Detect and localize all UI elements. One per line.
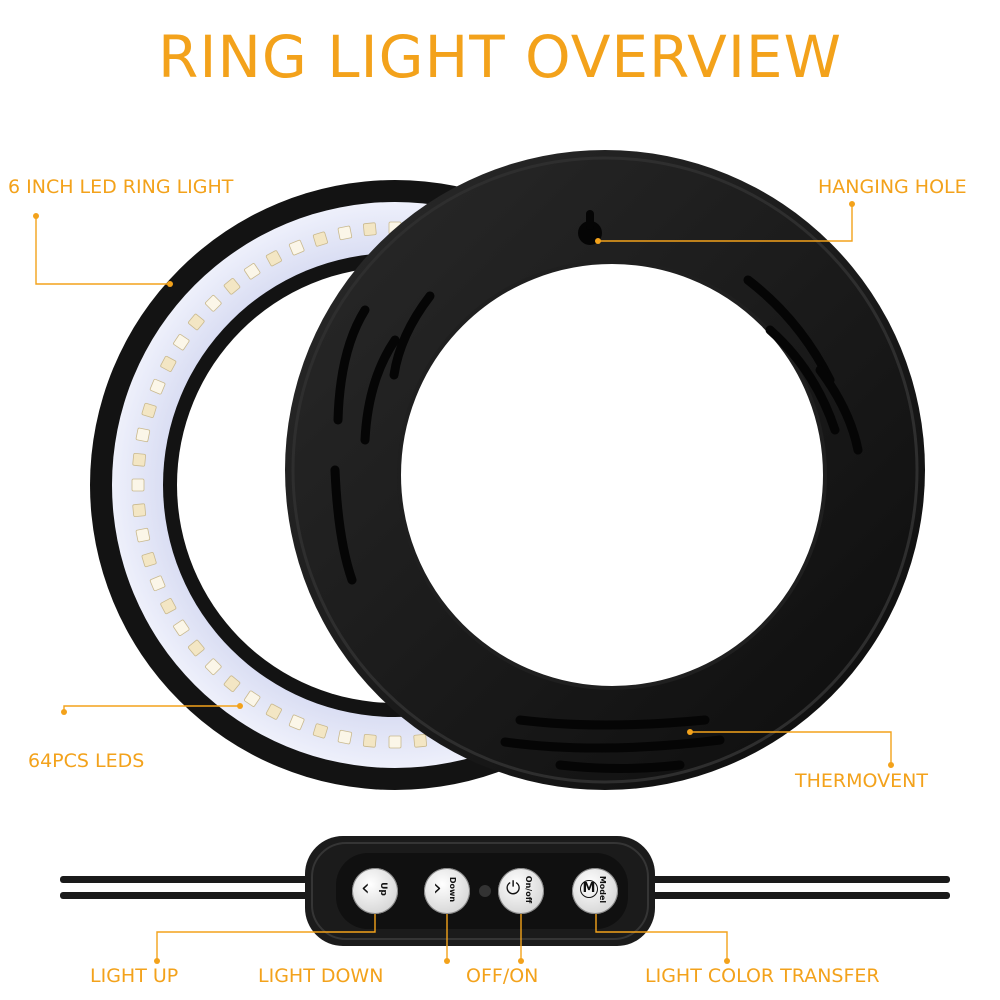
led-chip [244,690,261,707]
led-chip [205,658,222,675]
led-chip [141,552,157,568]
mode-icon: M [580,880,598,898]
mode-button-label: Model [598,875,608,904]
led-chip [265,250,282,267]
label-ring-light: 6 INCH LED RING LIGHT [8,176,234,198]
led-chip [173,334,190,351]
up-button-label: Up [377,882,388,896]
light-up-button[interactable]: ‹ Up [352,868,398,914]
label-thermovent: THERMOVENT [795,770,928,792]
led-chip [413,733,428,748]
label-leds: 64PCS LEDS [28,750,145,772]
thermovent-slots [330,275,863,773]
led-chip [160,355,177,372]
led-chip [223,675,241,692]
led-chip [173,619,190,636]
led-chip [265,703,282,720]
power-icon: ⏻ [506,878,521,899]
led-chip [362,222,377,237]
led-chip [288,239,305,256]
led-chip [135,427,151,443]
power-button[interactable]: ⏻ On/off [498,868,544,914]
led-chip [132,503,147,518]
led-chip [288,714,305,731]
label-light-up: LIGHT UP [90,965,179,987]
led-chip [149,575,166,592]
led-chip [205,295,222,312]
led-chip [388,735,402,749]
led-chip [141,402,157,418]
power-button-label: On/off [524,875,534,904]
cable [60,876,950,899]
down-button-label: Down [448,876,458,903]
led-chip [312,231,328,247]
led-chip [244,263,261,280]
led-chip [149,378,166,395]
led-chip [188,313,205,331]
mode-button[interactable]: M Model [572,868,618,914]
led-chip [337,225,353,241]
led-chip [135,527,151,543]
light-down-button[interactable]: › Down [424,868,470,914]
label-light-color-transfer: LIGHT COLOR TRANSFER [645,965,880,987]
inline-controller [305,836,655,946]
ring-back [285,150,925,790]
chevron-right-icon: › [433,876,442,901]
led-chip [312,723,328,739]
led-chip [223,278,241,295]
led-chip [131,478,145,492]
led-chip [160,598,177,615]
label-hanging-hole: HANGING HOLE [818,176,967,198]
page-title: RING LIGHT OVERVIEW [158,23,842,91]
led-chip [362,733,377,748]
led-chip [188,639,205,657]
led-chip [337,729,353,745]
label-light-down: LIGHT DOWN [258,965,384,987]
label-off-on: OFF/ON [466,965,539,987]
led-chip [132,452,147,467]
chevron-left-icon: ‹ [361,876,370,901]
